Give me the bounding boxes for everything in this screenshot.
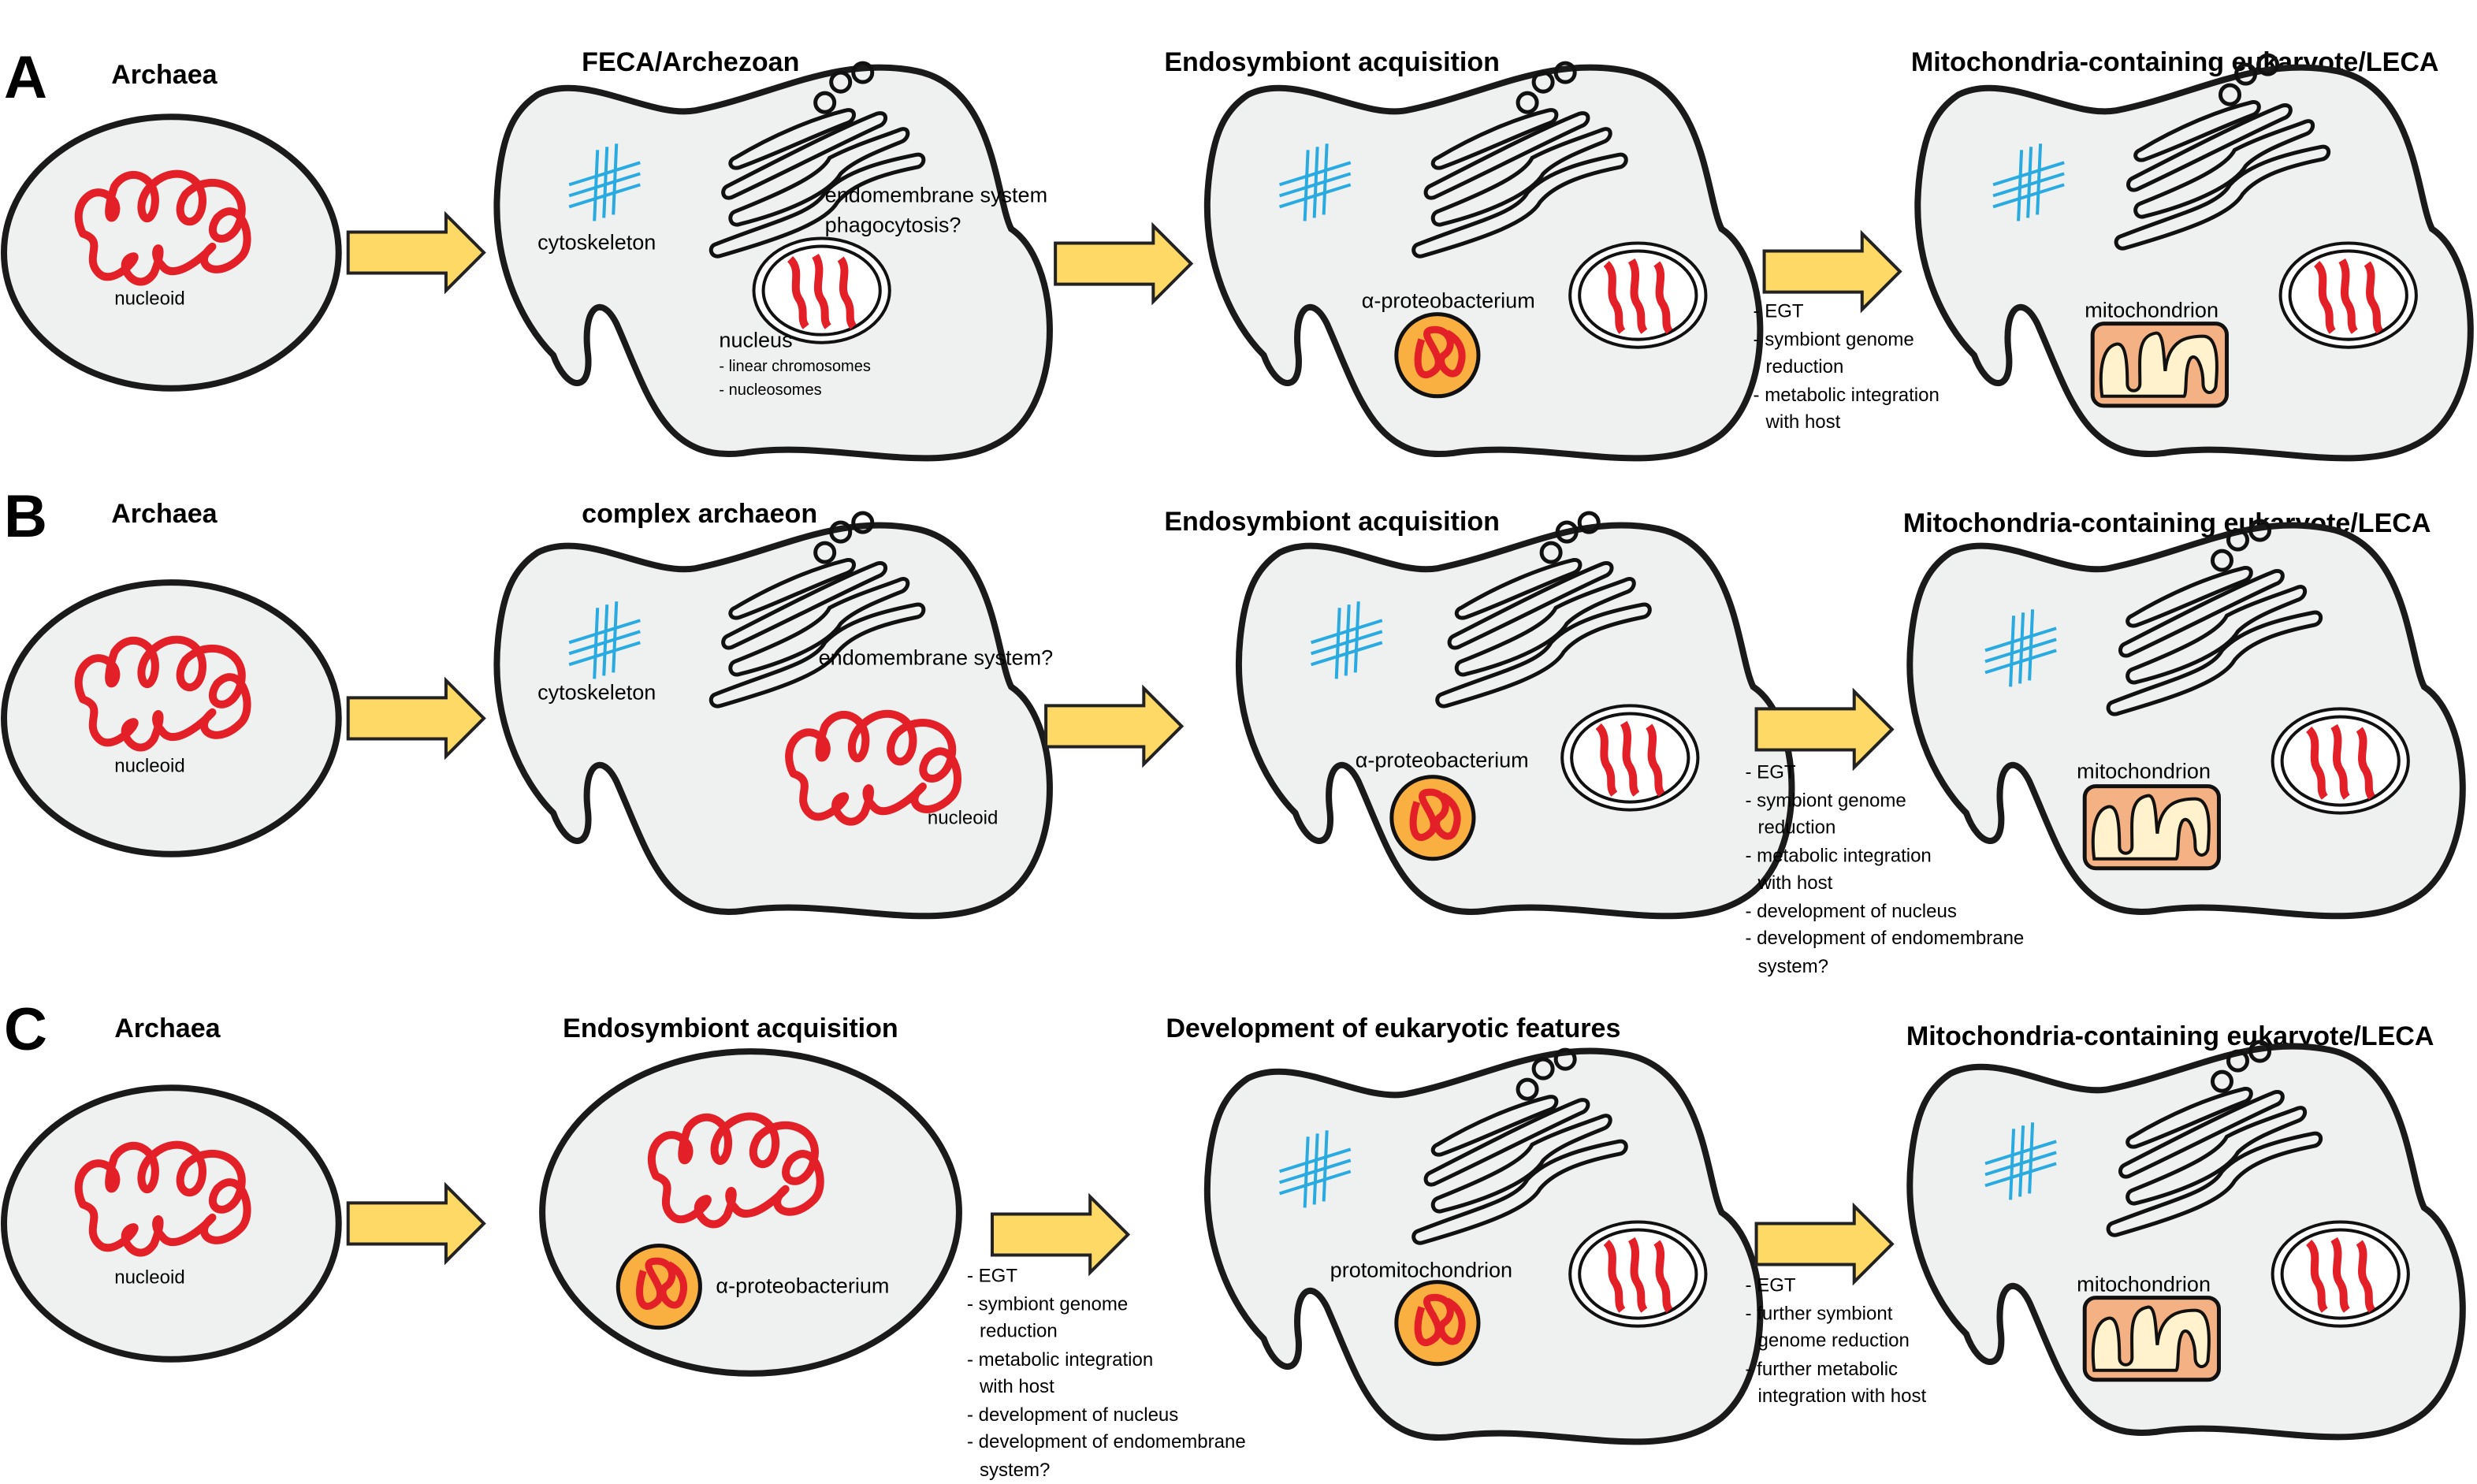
cytoskeleton-label-b: cytoskeleton — [537, 680, 656, 704]
mitochondrion-icon — [2085, 1298, 2219, 1380]
endomembrane-label-a: endomembrane system — [825, 183, 1047, 206]
title-complex-archaeon: complex archaeon — [582, 499, 817, 529]
nucleus-icon — [2281, 243, 2416, 347]
step-item: - symbiont genome — [1746, 790, 1906, 812]
nucleus-icon — [1570, 1222, 1705, 1326]
step-item: - metabolic integration — [1754, 385, 1940, 406]
step-item: system? — [980, 1460, 1050, 1481]
title-endosymbiont-b: Endosymbiont acquisition — [1164, 507, 1500, 537]
arrow-a1 — [348, 214, 484, 290]
nucleoid-label-c: nucleoid — [114, 1267, 184, 1289]
step-item: - further metabolic — [1746, 1359, 1899, 1380]
archaea-cell-a — [0, 113, 342, 392]
step-item: with host — [1765, 411, 1841, 433]
title-archaea-b: Archaea — [111, 499, 218, 529]
phagocytosis-label: phagocytosis? — [825, 213, 961, 236]
step-item: - EGT — [1754, 301, 1804, 322]
protomitochondrion-label: protomitochondrion — [1330, 1259, 1512, 1282]
panel-label-a: A — [4, 44, 47, 111]
step-item: with host — [1757, 872, 1833, 894]
step-item: - further symbiont — [1746, 1304, 1893, 1325]
mitochondrion-icon — [2085, 787, 2219, 868]
step-item: - development of nucleus — [967, 1404, 1178, 1426]
endomembrane-label-b: endomembrane system? — [819, 645, 1053, 669]
step-item: - EGT — [1746, 1275, 1796, 1296]
step-item: reduction — [1766, 356, 1844, 378]
step-item: - development of nucleus — [1746, 901, 1957, 922]
step-item: - metabolic integration — [967, 1349, 1153, 1371]
title-endosymbiont-c: Endosymbiont acquisition — [563, 1014, 898, 1043]
nucleoid-label-b2: nucleoid — [928, 808, 998, 829]
step-item: - symbiont genome — [1754, 329, 1914, 351]
title-development: Development of eukaryotic features — [1166, 1014, 1620, 1043]
mito-label-b: mitochondrion — [2077, 760, 2211, 783]
nucleus-icon — [1562, 705, 1698, 809]
arrow-a2 — [1055, 225, 1191, 301]
panel-label-c: C — [4, 996, 47, 1063]
nucleus-icon — [754, 238, 890, 342]
steps-list-c1: - EGT - symbiont genome reduction - meta… — [967, 1266, 1246, 1481]
protomitochondrion-icon — [1397, 1282, 1478, 1364]
step-item: - development of endomembrane — [1746, 928, 2025, 949]
panel-label-b: B — [4, 483, 47, 550]
steps-list-b: - EGT - symbiont genome reduction - meta… — [1746, 762, 2025, 977]
steps-list-a: - EGT - symbiont genome reduction - meta… — [1754, 301, 1940, 433]
title-archaea-c: Archaea — [114, 1014, 221, 1043]
alpha-label-c: α-proteobacterium — [716, 1274, 889, 1298]
nucleus-label: nucleus — [719, 329, 792, 352]
alpha-proteobacterium-icon — [1397, 314, 1478, 396]
mitochondrion-icon — [2092, 324, 2226, 406]
alpha-proteobacterium-icon — [1392, 777, 1474, 859]
arrow-c1 — [348, 1185, 484, 1261]
title-archaea-a: Archaea — [111, 60, 218, 90]
mito-label-c: mitochondrion — [2077, 1273, 2211, 1296]
step-item: genome reduction — [1758, 1330, 1910, 1352]
arrow-b2 — [1046, 688, 1181, 764]
mito-label-a: mitochondrion — [2085, 299, 2219, 322]
step-item: - metabolic integration — [1746, 846, 1932, 867]
step-item: reduction — [980, 1321, 1058, 1342]
alpha-proteobacterium-icon — [618, 1246, 700, 1328]
nucleoid-label-b: nucleoid — [114, 756, 184, 777]
title-feca: FECA/Archezoan — [582, 47, 799, 77]
title-endosymbiont-a: Endosymbiont acquisition — [1164, 47, 1500, 77]
endosymbiont-cell-b — [1239, 525, 1791, 916]
archaea-cell-b — [0, 579, 342, 857]
arrow-c3 — [1757, 1206, 1892, 1281]
step-item: - EGT — [967, 1266, 1017, 1287]
cytoskeleton-label-a: cytoskeleton — [537, 231, 656, 255]
step-item: - EGT — [1746, 762, 1796, 783]
arrow-b1 — [348, 680, 484, 756]
title-leca-c: Mitochondria-containing eukaryote/LECA — [1906, 1021, 2434, 1051]
step-item: reduction — [1758, 817, 1836, 839]
title-leca-a: Mitochondria-containing eukaryote/LECA — [1911, 47, 2439, 77]
steps-list-c2: - EGT - further symbiont genome reductio… — [1746, 1275, 1927, 1407]
nucleoid-label-a: nucleoid — [114, 288, 184, 310]
arrow-a3 — [1765, 233, 1900, 309]
step-item: system? — [1758, 956, 1828, 977]
step-item: - development of endomembrane — [967, 1431, 1246, 1452]
complex-archaeon-cell — [497, 525, 1049, 916]
arrow-c2 — [992, 1196, 1128, 1272]
linear-chromosomes-label: - linear chromosomes — [719, 358, 870, 375]
step-item: - symbiont genome — [967, 1294, 1128, 1315]
nucleus-icon — [2273, 1222, 2408, 1326]
step-item: with host — [979, 1376, 1054, 1397]
alpha-label-b: α-proteobacterium — [1356, 749, 1529, 772]
step-item: integration with host — [1758, 1385, 1927, 1407]
nucleus-icon — [2273, 709, 2408, 813]
nucleus-icon — [1570, 243, 1705, 347]
alpha-label-a: α-proteobacterium — [1362, 289, 1535, 313]
nucleosomes-label: - nucleosomes — [719, 381, 821, 399]
archaea-cell-c — [0, 1084, 342, 1363]
